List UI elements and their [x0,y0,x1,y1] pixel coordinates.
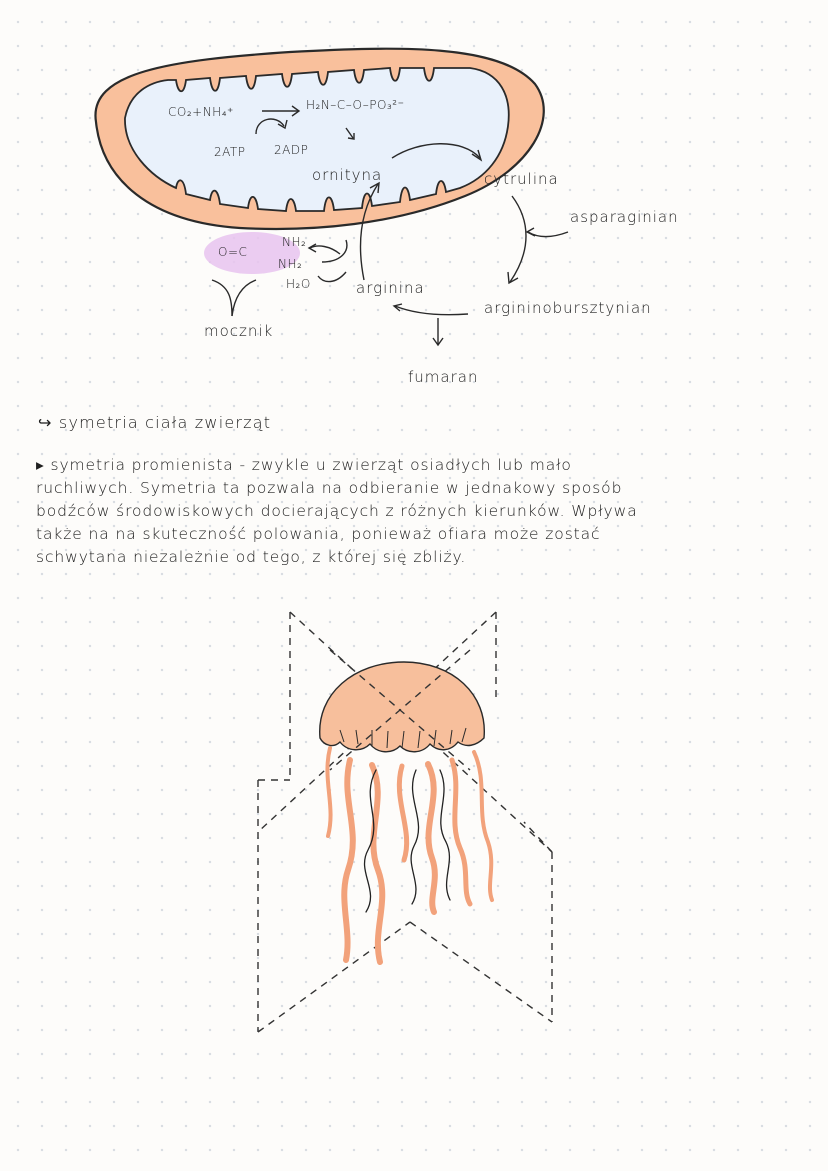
fumaran-label: fumaran [408,368,479,386]
mocznik-label: mocznik [204,322,274,340]
paragraph-line: schwytana niezależnie od tego, z której … [36,548,467,566]
paragraph-line: także na na skuteczność polowania, ponie… [36,525,601,543]
nh2-bottom-label: NH₂ [278,257,303,271]
reaction-arrows [211,105,569,347]
urea-highlight [204,232,300,274]
paragraph-line: ▸ symetria promienista - zwykle u zwierz… [36,456,572,474]
atp-label: 2ATP [214,145,246,159]
section-heading: ↪ symetria ciała zwierząt [38,413,271,432]
paragraph-line: bodźców środowiskowych docierających z r… [36,502,638,520]
jellyfish-tentacles [325,746,494,965]
reactants-label: CO₂+NH₄⁺ [168,105,234,119]
nh2-top-label: NH₂ [282,235,307,249]
section-heading-text: symetria ciała zwierząt [58,413,272,432]
adp-label: 2ADP [274,143,309,157]
jellyfish-bell [319,661,485,753]
cytrulina-label: cytrulina [484,170,559,188]
heading-arrow-icon: ↪ [38,413,53,432]
argininobursztynian-label: argininobursztynian [484,299,652,317]
asparaginian-label: asparaginian [570,208,679,226]
arginina-label: arginina [356,279,425,297]
ornityna-label: ornityna [312,166,383,184]
mitochondrion-matrix [124,67,510,212]
urea-formula-label: O=C [218,245,248,259]
jellyfish-rim-lines [339,727,467,749]
carbamoyl-phosphate-label: H₂N–C–O–PO₃²⁻ [306,98,405,112]
paragraph-line: ruchliwych. Symetria ta pozwala na odbie… [36,479,623,497]
water-label: H₂O [286,277,311,291]
paragraph: ▸ symetria promienista - zwykle u zwierz… [36,454,806,569]
